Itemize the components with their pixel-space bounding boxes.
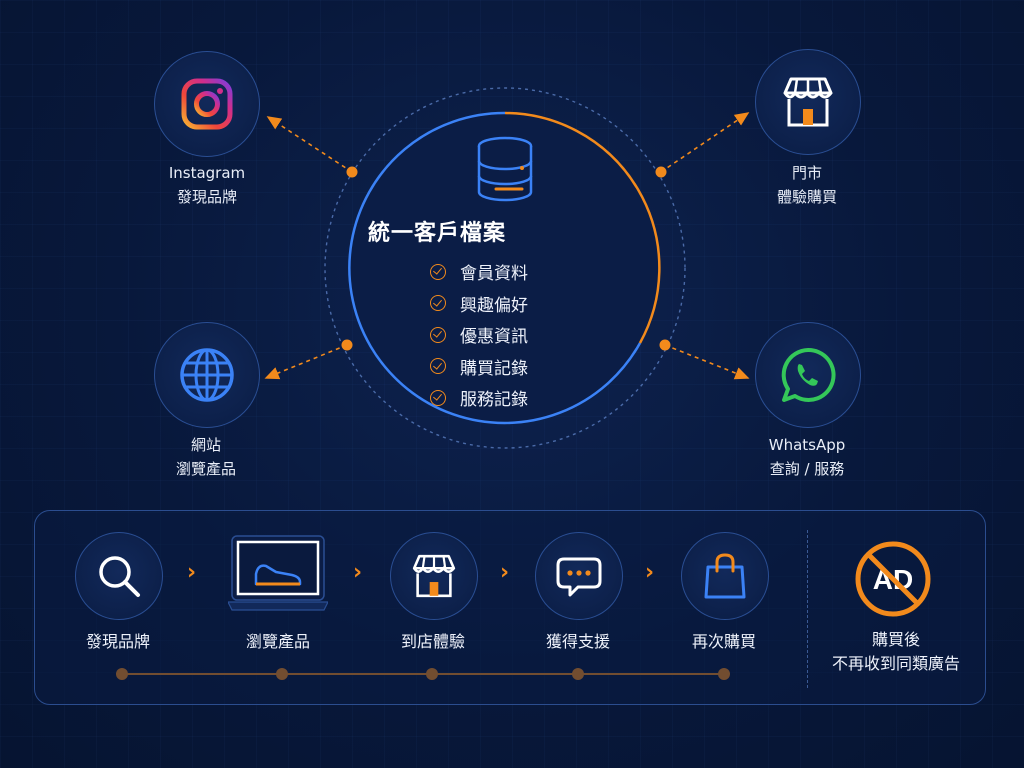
connector-store xyxy=(660,112,750,173)
feature-item: 優惠資訊 xyxy=(430,319,528,351)
hub-inner-ring-fill xyxy=(350,113,660,423)
feature-item: 興趣偏好 xyxy=(430,288,528,320)
hub-outer-dashed-ring xyxy=(324,87,686,449)
check-circle-icon xyxy=(430,295,446,312)
feature-item: 會員資料 xyxy=(430,256,528,288)
chevron-right-icon: › xyxy=(500,560,510,585)
hub-ring-blue xyxy=(348,111,642,425)
channel-desc: 發現品牌 xyxy=(176,188,237,206)
journey-step-support xyxy=(535,532,623,620)
feature-label: 會員資料 xyxy=(460,264,528,285)
search-icon xyxy=(99,556,140,597)
journey-step-label: 獲得支援 xyxy=(545,632,610,651)
channel-name: 門市 xyxy=(791,164,822,182)
chevron-right-icon: › xyxy=(353,560,363,585)
whatsapp-icon xyxy=(781,347,836,402)
connector-instagram xyxy=(266,116,353,173)
no-ads-badge: AD xyxy=(852,538,934,620)
journey-step-browse xyxy=(227,534,329,614)
channel-name: WhatsApp xyxy=(768,436,846,454)
channel-label-whatsapp: WhatsApp 查詢 / 服務 xyxy=(717,433,897,481)
channel-desc: 瀏覽產品 xyxy=(175,460,236,478)
storefront-icon xyxy=(783,77,833,127)
feature-label: 興趣偏好 xyxy=(460,295,528,316)
feature-list: 會員資料 興趣偏好 優惠資訊 購買記錄 服務記錄 xyxy=(430,256,528,414)
connector-dot-store xyxy=(655,166,667,178)
no-ads-icon: AD xyxy=(855,541,931,617)
journey-step-label: 再次購買 xyxy=(691,632,756,651)
globe-icon xyxy=(180,348,234,402)
channel-desc: 查詢 / 服務 xyxy=(769,460,845,478)
feature-label: 購買記錄 xyxy=(460,358,528,379)
instagram-icon xyxy=(181,78,233,130)
channel-whatsapp xyxy=(755,322,861,428)
chevron-right-icon: › xyxy=(645,560,655,585)
check-circle-icon xyxy=(430,358,446,375)
chevron-right-icon: › xyxy=(187,560,197,585)
feature-item: 購買記錄 xyxy=(430,351,528,383)
channel-label-website: 網站 瀏覽產品 xyxy=(116,433,296,481)
journey-panel xyxy=(34,510,986,705)
connector-whatsapp xyxy=(664,344,750,380)
hub-ring-orange xyxy=(504,111,661,344)
check-circle-icon xyxy=(430,263,446,280)
connector-dot-instagram xyxy=(346,166,358,178)
panel-divider xyxy=(807,530,808,688)
shopping-bag-icon xyxy=(704,553,746,599)
database-icon xyxy=(477,136,533,202)
journey-step-discover xyxy=(75,532,163,620)
channel-name: Instagram xyxy=(168,164,246,182)
chat-bubble-icon xyxy=(556,557,602,597)
journey-step-repurchase xyxy=(681,532,769,620)
feature-item: 服務記錄 xyxy=(430,382,528,414)
channel-website xyxy=(154,322,260,428)
channel-name: 網站 xyxy=(190,436,221,454)
feature-label: 服務記錄 xyxy=(460,390,528,411)
laptop-shoe-icon xyxy=(227,535,329,611)
channel-label-instagram: Instagram 發現品牌 xyxy=(117,161,297,209)
journey-step-label: 瀏覽產品 xyxy=(245,632,310,651)
feature-label: 優惠資訊 xyxy=(460,327,528,348)
journey-step-label: 到店體驗 xyxy=(400,632,465,651)
channel-label-store: 門市 體驗購買 xyxy=(717,161,897,209)
no-ads-line1: 購買後 xyxy=(871,630,920,649)
channel-store xyxy=(755,49,861,155)
hub-title: 統一客戶檔案 xyxy=(367,221,506,246)
channel-instagram xyxy=(154,51,260,157)
storefront-icon xyxy=(412,554,456,598)
channel-desc: 體驗購買 xyxy=(776,188,837,206)
connector-website xyxy=(264,344,348,380)
no-ads-line2: 不再收到同類廣告 xyxy=(831,654,960,673)
journey-step-visit xyxy=(390,532,478,620)
connector-dot-website xyxy=(341,339,353,351)
check-circle-icon xyxy=(430,389,446,406)
journey-step-label: 發現品牌 xyxy=(85,632,150,651)
no-ads-label: 購買後 不再收到同類廣告 xyxy=(806,628,986,676)
check-circle-icon xyxy=(430,326,446,343)
connector-dot-whatsapp xyxy=(659,339,671,351)
